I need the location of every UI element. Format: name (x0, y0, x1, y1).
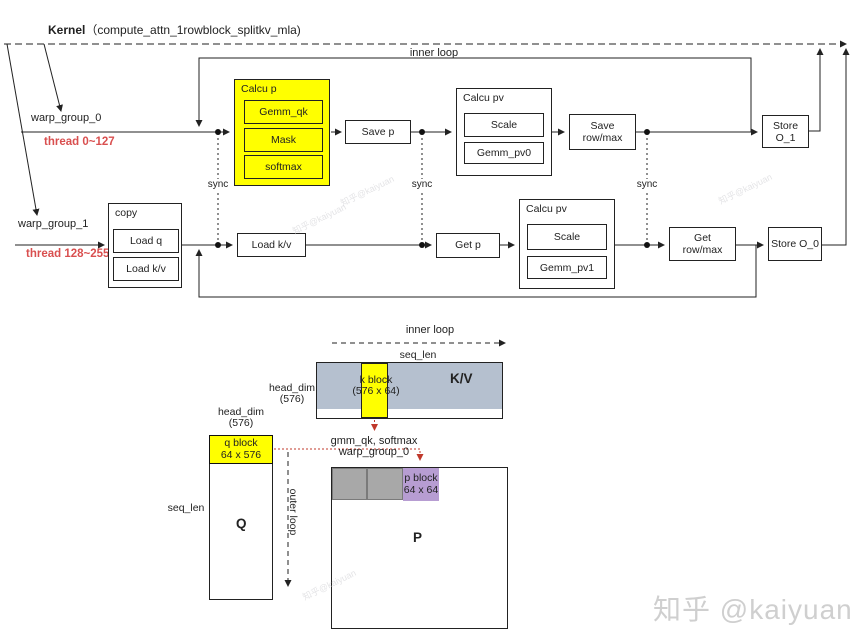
save-p-box: Save p (345, 120, 411, 144)
p-gray-block-1 (332, 468, 367, 500)
save-rowmax-line2: row/max (582, 132, 623, 144)
scale0-box: Scale (464, 113, 544, 137)
kernel-title-name: Kernel (48, 23, 86, 37)
calcu-pv1-box: Calcu pv Scale Gemm_pv1 (519, 199, 615, 289)
get-rowmax-line2: row/max (682, 244, 723, 256)
sync1-dot-top (215, 129, 221, 135)
gemm-qk-box: Gemm_qk (244, 100, 323, 124)
calcu-pv0-box: Calcu pv Scale Gemm_pv0 (456, 88, 552, 176)
warp-group-1-label: warp_group_1 (18, 218, 89, 230)
fork-arrow-wg1 (6, 43, 40, 216)
seq-len-top-label: seq_len (399, 349, 437, 361)
thread-128-255-label: thread 128~255 (26, 248, 110, 260)
head-dim-q-line1: head_dim (217, 406, 265, 418)
calcu-p-title: Calcu p (241, 83, 277, 95)
save-rowmax-line1: Save (590, 120, 615, 132)
p-matrix: p block 64 x 64 P (331, 467, 508, 629)
q-block: q block 64 x 576 (209, 435, 273, 464)
head-dim-q-label: head_dim (576) (217, 407, 265, 429)
inner-loop-0 (195, 57, 752, 132)
head-dim-kv-line2: (576) (279, 393, 305, 405)
red-q-block-arrow (274, 448, 424, 461)
sync3-dot-bottom (644, 242, 650, 248)
copy-title: copy (115, 207, 138, 219)
sync1-dot-bottom (215, 242, 221, 248)
kv-gray-area (317, 363, 502, 409)
k-block-line1: k block (359, 374, 393, 386)
p-block-line2: 64 x 64 (403, 483, 439, 496)
thread-0-127-label: thread 0~127 (44, 136, 115, 148)
mask-box: Mask (244, 128, 323, 152)
sync-label-3: sync (625, 179, 669, 191)
load-q-box: Load q (113, 229, 179, 253)
watermark-main: 知乎 @kaiyuan (653, 594, 853, 625)
k-block-line2: (576 x 64) (352, 385, 400, 397)
fork-arrow-wg0 (43, 43, 63, 112)
outer-loop-label: outer loop (287, 488, 299, 536)
get-p-box: Get p (436, 233, 500, 258)
kernel-title: Kernel（compute_attn_1rowblock_splitkv_ml… (48, 24, 301, 36)
sync2-dot-bottom (419, 242, 425, 248)
warp-group-0-label: warp_group_0 (31, 112, 102, 124)
calcu-pv1-title: Calcu pv (526, 203, 567, 215)
head-dim-kv-label: head_dim (576) (268, 383, 316, 405)
kv-matrix: K/V k block (576 x 64) (316, 362, 503, 419)
store-o1-line1: Store (772, 119, 799, 132)
p-label: P (413, 530, 423, 545)
seq-len-left-label: seq_len (167, 502, 205, 514)
p-block-line1: p block (404, 472, 438, 484)
store-o0-box: Store O_0 (768, 227, 822, 261)
store-o1-line2: O_1 (775, 131, 796, 144)
get-rowmax-box: Get row/max (669, 227, 736, 261)
inner-loop-bottom-label: inner loop (405, 324, 455, 336)
sync2-dot-top (419, 129, 425, 135)
k-block-label: k block (576 x 64) (350, 375, 402, 397)
store-o1-box: Store O_1 (762, 115, 809, 148)
softmax-box: softmax (244, 155, 323, 179)
k-block (361, 363, 388, 418)
get-rowmax-line1: Get (694, 232, 711, 244)
q-block-line2: 64 x 576 (220, 448, 262, 461)
inner-loop-1 (195, 245, 757, 298)
copy-box: copy Load q Load k/v (108, 203, 182, 288)
kernel-title-param: （compute_attn_1rowblock_splitkv_mla) (85, 23, 301, 37)
head-dim-kv-line1: head_dim (268, 382, 316, 394)
gemm-pv0-box: Gemm_pv0 (464, 142, 544, 164)
p-gray-block-2 (367, 468, 403, 500)
calcu-p-box: Calcu p Gemm_qk Mask softmax (234, 79, 330, 186)
kv-label: K/V (450, 371, 473, 386)
load-kv-box: Load k/v (237, 233, 306, 257)
calcu-pv0-title: Calcu pv (463, 92, 504, 104)
inner-loop-top-label: inner loop (409, 47, 459, 59)
head-dim-q-line2: (576) (228, 417, 254, 429)
scale1-box: Scale (527, 224, 607, 250)
load-kv-inner-box: Load k/v (113, 257, 179, 281)
sync3-dot-top (644, 129, 650, 135)
gmm-warp-group-label: warp_group_0 (338, 446, 410, 458)
q-block-line1: q block (224, 437, 258, 449)
q-matrix: q block 64 x 576 Q (209, 435, 273, 600)
gmm-qk-softmax-label: gmm_qk, softmax (330, 435, 418, 447)
sync-label-2: sync (400, 179, 444, 191)
gemm-pv1-box: Gemm_pv1 (527, 256, 607, 279)
store-o0-out (822, 48, 850, 246)
q-label: Q (236, 516, 247, 531)
sync-label-1: sync (196, 179, 240, 191)
p-block: p block 64 x 64 (403, 468, 439, 501)
store-o1-out (809, 48, 824, 132)
save-rowmax-box: Save row/max (569, 114, 636, 150)
